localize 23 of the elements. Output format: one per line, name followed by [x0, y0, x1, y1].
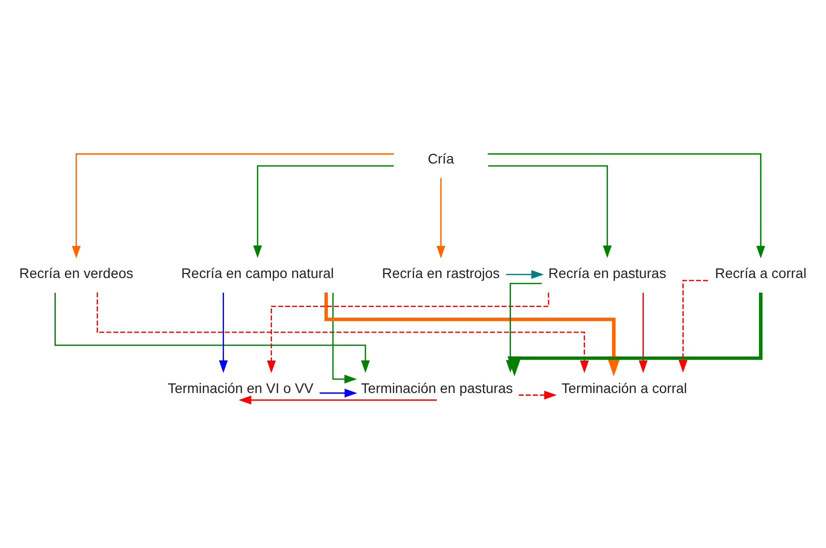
- arrow: [436, 178, 446, 258]
- arrow: [638, 292, 648, 372]
- node-text: Terminación a corral: [561, 379, 687, 396]
- node-text: Cría: [428, 150, 454, 166]
- arrow: [218, 292, 228, 372]
- arrow: [54, 292, 370, 372]
- arrow: [518, 390, 557, 399]
- node-text: Terminación en pasturas: [360, 379, 513, 396]
- arrow: [72, 152, 394, 258]
- arrow: [488, 152, 766, 258]
- arrow: [506, 270, 544, 278]
- arrow: [678, 279, 708, 372]
- arrow: [238, 395, 437, 404]
- node-text: Recría en pasturas: [548, 264, 666, 281]
- node-text: Recría en verdeos: [19, 264, 134, 281]
- arrow: [332, 292, 357, 384]
- node-text: Terminación en VI o VV: [168, 379, 314, 396]
- arrow: [320, 388, 358, 397]
- node-text: Recría en rastrojos: [382, 264, 500, 281]
- node-text: Recría en campo natural: [181, 264, 334, 281]
- node-text: Recría a corral: [715, 264, 806, 281]
- arrow: [488, 164, 612, 258]
- arrow: [253, 164, 394, 258]
